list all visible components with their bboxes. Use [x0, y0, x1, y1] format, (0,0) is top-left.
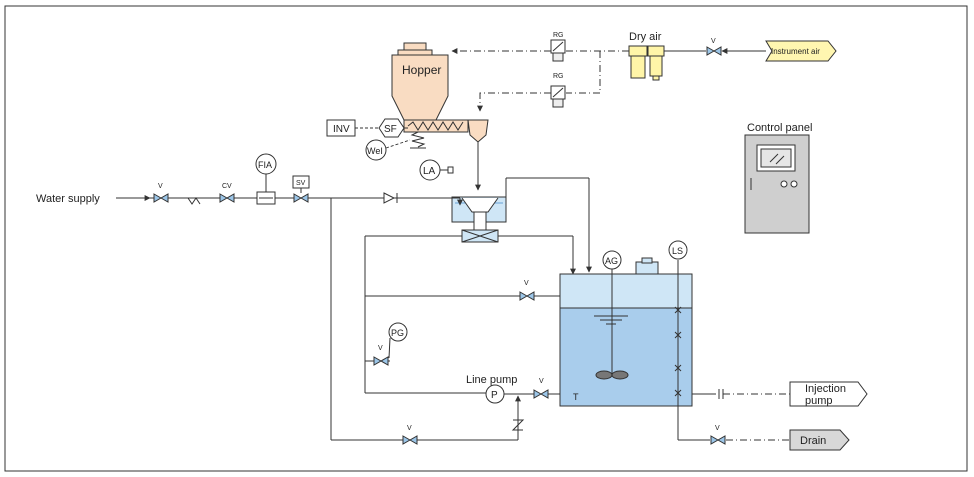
dry-air-unit	[628, 45, 665, 81]
solenoid-valve-sv: SV	[292, 175, 310, 203]
level-alarm-tag: LA	[419, 159, 454, 181]
water-supply-label: Water supply	[36, 193, 100, 205]
svg-text:V: V	[524, 280, 529, 287]
svg-text:P: P	[491, 390, 498, 401]
injection-pump-tag: Injection pump	[789, 381, 868, 407]
svg-text:FIA: FIA	[258, 160, 272, 170]
svg-text:SF: SF	[384, 124, 397, 135]
svg-text:V: V	[378, 345, 383, 352]
instrument-air-label: Instrument air	[771, 47, 820, 56]
svg-text:V: V	[715, 425, 720, 432]
svg-text:Injection: Injection	[805, 383, 846, 395]
tank-mark: T	[573, 392, 579, 402]
agitator-tag: AG	[602, 250, 622, 270]
speed-feeder-tag: SF	[378, 118, 405, 138]
line-pump: P	[485, 384, 505, 404]
instrument-air-tag: Instrument air	[765, 40, 837, 62]
flow-indicator-alarm: FIA	[255, 153, 277, 205]
svg-text:Drain: Drain	[800, 435, 826, 447]
instrument-air-valve-tag: V	[711, 38, 716, 45]
svg-text:WeI: WeI	[367, 146, 383, 156]
regulator-gauge-upper: RG	[550, 32, 566, 62]
regulator-gauge-lower: RG	[550, 73, 566, 108]
svg-text:SV: SV	[296, 180, 306, 187]
level-switch-tag: LS	[668, 240, 688, 260]
dry-air-label: Dry air	[629, 31, 662, 43]
weigh-indicator-tag: WeI	[365, 139, 387, 161]
svg-text:V: V	[158, 183, 163, 190]
hopper-label: Hopper	[402, 63, 441, 77]
svg-text:LA: LA	[423, 166, 436, 177]
svg-text:CV: CV	[222, 183, 232, 190]
svg-text:V: V	[539, 378, 544, 385]
regulator-upper-tag: RG	[553, 32, 564, 39]
drain-tag: Drain	[789, 429, 850, 451]
inverter-box: INV	[326, 119, 356, 137]
pressure-gauge: PG	[388, 322, 408, 359]
regulator-lower-tag: RG	[553, 73, 564, 80]
line-pump-label: Line pump	[466, 374, 517, 386]
dissolving-mixer	[451, 196, 507, 243]
hopper	[391, 42, 489, 143]
svg-text:pump: pump	[805, 395, 833, 407]
control-panel-label: Control panel	[747, 122, 812, 134]
control-panel	[744, 134, 810, 234]
svg-text:V: V	[407, 425, 412, 432]
svg-text:INV: INV	[333, 124, 350, 135]
svg-text:LS: LS	[672, 246, 683, 256]
svg-text:AG: AG	[605, 256, 618, 266]
svg-text:PG: PG	[391, 328, 404, 338]
dissolving-tank	[559, 257, 693, 407]
